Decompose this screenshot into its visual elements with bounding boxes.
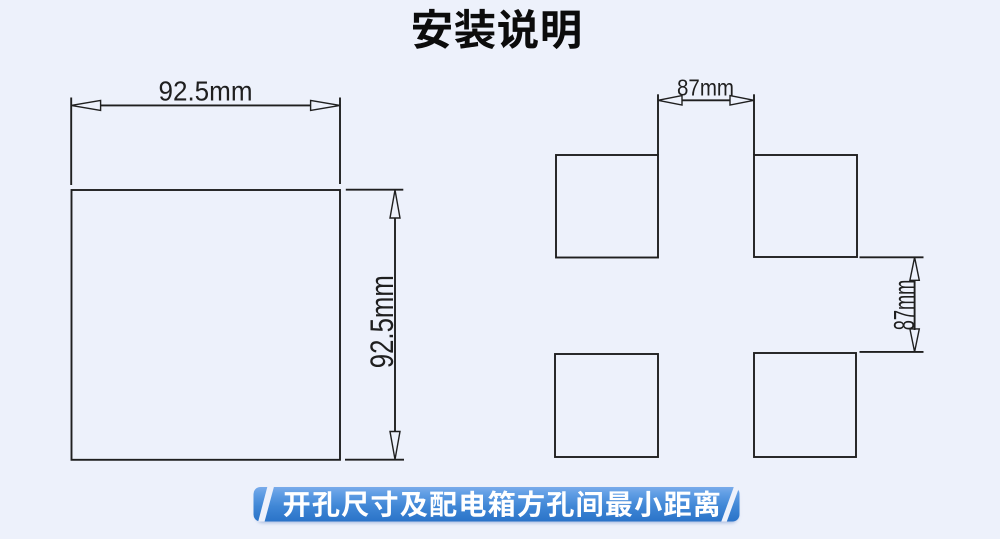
svg-text:92.5mm: 92.5mm (364, 275, 400, 368)
svg-text:92.5mm: 92.5mm (159, 76, 253, 107)
svg-text:87mm: 87mm (677, 75, 734, 101)
svg-text:87mm: 87mm (889, 280, 921, 331)
